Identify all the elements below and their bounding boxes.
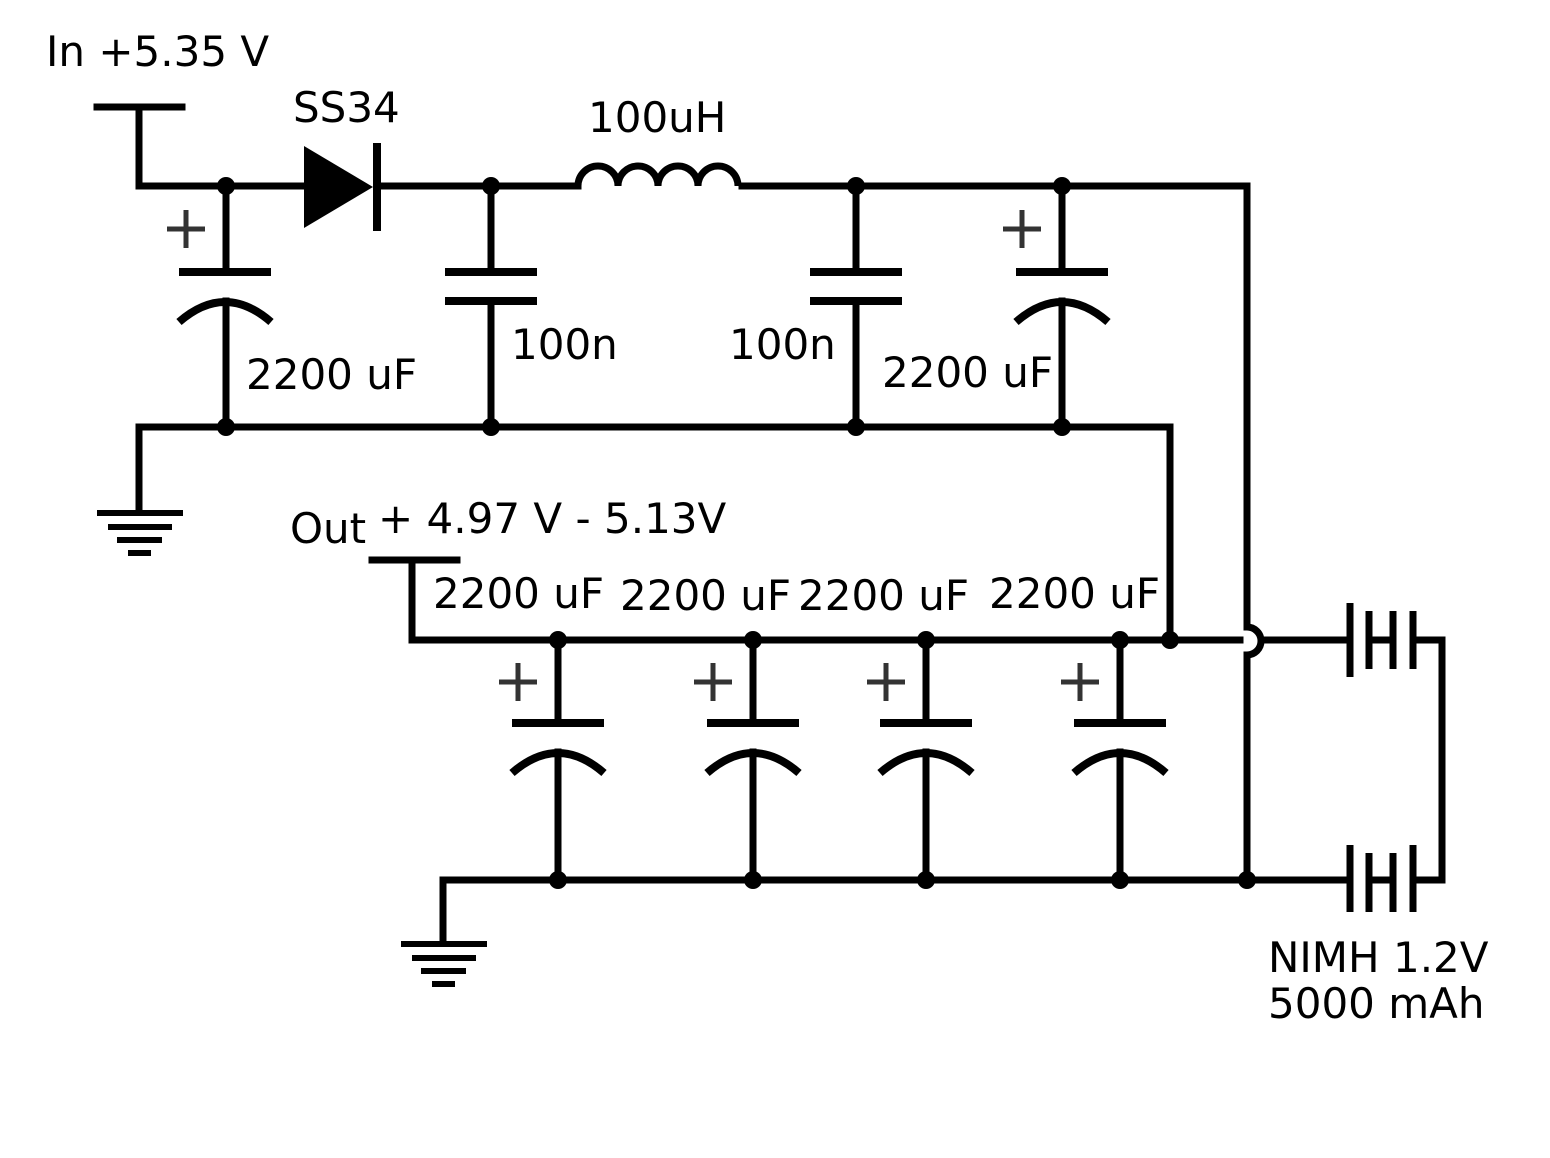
plus-sign-icon [499, 663, 537, 701]
inductor-label: 100uH [588, 93, 726, 142]
bank-cap-2-label: 2200 uF [620, 571, 791, 620]
capacitor-electrolytic-output [1003, 182, 1111, 431]
ground-symbol-top [97, 510, 183, 556]
input-terminal [93, 103, 186, 190]
output-terminal [368, 556, 461, 644]
plus-sign-icon [1061, 663, 1099, 701]
bank-cap-4-label: 2200 uF [989, 569, 1160, 618]
plus-sign-icon [1003, 210, 1041, 248]
battery-type-label: NIMH 1.2V [1268, 933, 1489, 982]
bank-cap-3-label: 2200 uF [798, 571, 969, 620]
output-voltage-label: + 4.97 V - 5.13V [378, 494, 727, 543]
bank-cap-1-label: 2200 uF [433, 569, 604, 618]
diode-ss34 [304, 143, 381, 231]
output-ceramic-cap-label: 100n [729, 320, 836, 369]
bank-capacitor-2 [694, 636, 802, 884]
input-ceramic-cap-label: 100n [511, 320, 618, 369]
capacitor-electrolytic-input [167, 182, 274, 431]
battery-cell-2 [1346, 845, 1446, 912]
battery-capacity-label: 5000 mAh [1268, 979, 1485, 1028]
plus-sign-icon [867, 663, 905, 701]
plus-sign-icon [694, 663, 732, 701]
input-electrolytic-cap-label: 2200 uF [246, 350, 417, 399]
bank-capacitor-1 [499, 636, 607, 884]
ground-symbol-bottom [401, 941, 487, 987]
battery-cell-1 [1346, 603, 1446, 677]
lower-ground-rail [439, 876, 1352, 947]
capacitor-ceramic-input [445, 182, 537, 431]
bank-capacitor-4 [1061, 636, 1169, 884]
diode-label: SS34 [293, 83, 400, 132]
capacitor-ceramic-output [810, 182, 902, 431]
input-voltage-label: In +5.35 V [46, 27, 269, 76]
plus-sign-icon [167, 210, 205, 248]
output-electrolytic-cap-label: 2200 uF [882, 348, 1053, 397]
output-label: Out [290, 504, 366, 553]
inductor-100uh [574, 162, 742, 187]
junction-dots [217, 177, 1256, 889]
bank-capacitor-3 [867, 636, 975, 884]
upper-ground-rail [135, 423, 1174, 646]
battery-feed-wire [1243, 182, 1265, 884]
